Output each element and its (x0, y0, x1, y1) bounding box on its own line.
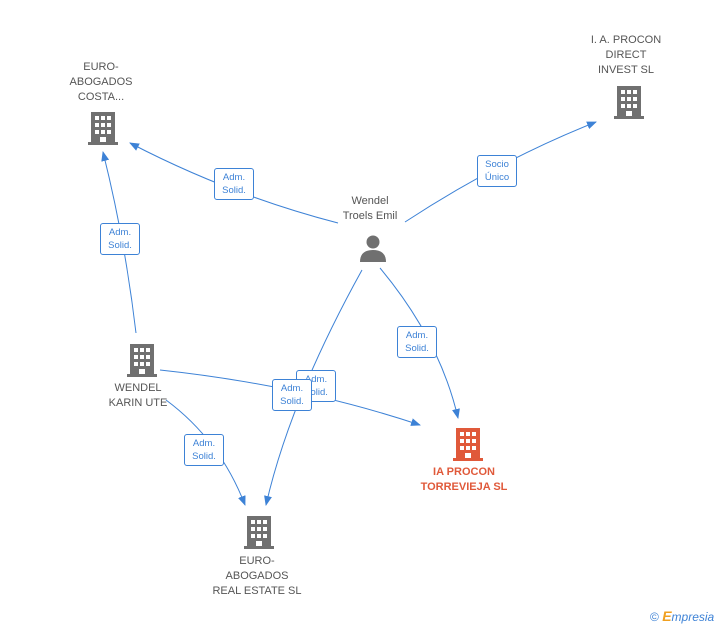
building-icon-focus[interactable] (452, 426, 484, 462)
edge-label-adm-solid[interactable]: Adm. Solid. (214, 168, 254, 200)
empresia-logo[interactable]: © Empresia (650, 608, 714, 624)
copyright-symbol: © (650, 610, 659, 624)
brand-name: mpresia (671, 610, 715, 624)
building-icon[interactable] (243, 514, 275, 550)
node-label-euro-costa[interactable]: EURO- ABOGADOS COSTA... (69, 61, 133, 103)
node-label-wendel-karin[interactable]: WENDEL KARIN UTE (108, 382, 168, 409)
node-label-procon-direct[interactable]: I. A. PROCON DIRECT INVEST SL (590, 34, 662, 76)
building-icon[interactable] (126, 342, 158, 378)
edge-label-socio-unico[interactable]: Socio Único (477, 155, 517, 187)
edge-label-adm-solid[interactable]: Adm. Solid. (184, 434, 224, 466)
building-icon[interactable] (87, 110, 119, 146)
node-label-ia-procon[interactable]: IA PROCON TORREVIEJA SL (420, 466, 508, 493)
building-icon[interactable] (613, 84, 645, 120)
edge-label-adm-solid[interactable]: Adm. Solid. (272, 379, 312, 411)
node-label-wendel-person[interactable]: Wendel Troels Emil (342, 195, 398, 222)
person-icon[interactable] (358, 233, 388, 263)
brand-e: E (662, 608, 672, 624)
node-label-euro-real[interactable]: EURO- ABOGADOS REAL ESTATE SL (212, 555, 302, 597)
edge-label-adm-solid[interactable]: Adm. Solid. (397, 326, 437, 358)
edge-label-adm-solid[interactable]: Adm. Solid. (100, 223, 140, 255)
